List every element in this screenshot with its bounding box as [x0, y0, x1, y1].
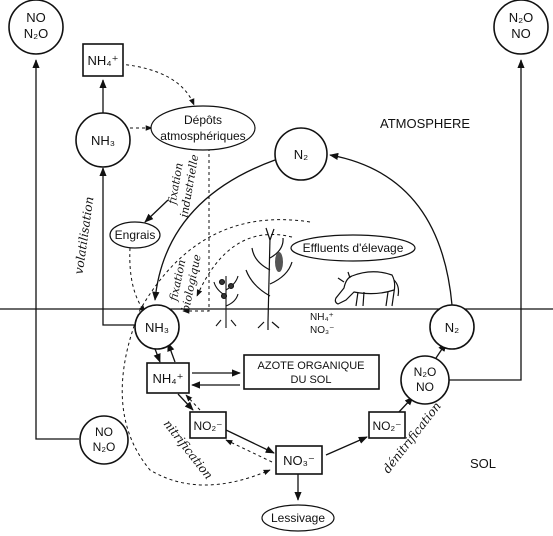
arrow-fixation-industrielle [144, 199, 169, 223]
no-text: NO [416, 380, 434, 394]
node-lessivage: Lessivage [261, 504, 335, 532]
arrow-n2-soil-to-atmo [329, 152, 453, 306]
arrow-nh4-to-depots [119, 63, 195, 106]
nh3-text: NH₃ [145, 320, 169, 335]
arrow-n2o-no-to-top-right [445, 59, 525, 381]
node-no3: NO₃⁻ [275, 445, 323, 475]
lessivage-text: Lessivage [271, 511, 325, 525]
no3-text: NO₃⁻ [283, 453, 315, 468]
n2o-text: N₂O [509, 10, 534, 25]
node-nh3-soil: NH₃ [134, 304, 180, 350]
arrow-effluents [196, 233, 293, 297]
node-azote-organique: AZOTE ORGANIQUE DU SOL [243, 354, 380, 390]
soil-surface-species: NH₄⁺ NO₃⁻ [310, 312, 334, 336]
node-n2-atmosphere: N₂ [274, 127, 328, 181]
arrow-engrais-to-soil [129, 247, 146, 313]
node-depots-atmospheriques: Dépôts atmosphériques [150, 105, 256, 151]
depots-line1: Dépôts [184, 113, 222, 127]
cow-icon [334, 271, 400, 307]
n2o-text: N₂O [414, 365, 437, 379]
no-text: NO [511, 26, 531, 41]
node-no-n2o-top-left: NO N₂O [8, 0, 64, 55]
node-engrais: Engrais [109, 221, 161, 249]
small-plant-icon [213, 275, 239, 328]
no3-surface-text: NO₃⁻ [310, 325, 334, 336]
arrow-no3-to-no2-right [325, 436, 368, 456]
n2-text: N₂ [294, 147, 308, 162]
nh4-surface-text: NH₄⁺ [310, 312, 334, 323]
label-volatilisation: volatilisation [72, 196, 97, 275]
arrow-dashed-loop [121, 219, 311, 486]
nh4-text: NH₄⁺ [88, 53, 119, 68]
node-nh4-top: NH₄⁺ [82, 43, 124, 77]
node-nh3-top: NH₃ [75, 112, 131, 168]
no2-text: NO₂⁻ [194, 419, 223, 433]
depots-line2: atmosphériques [160, 129, 245, 143]
azote-line2: DU SOL [291, 374, 332, 386]
node-no2-right: NO₂⁻ [368, 411, 406, 439]
arrow-depots-to-soil [182, 148, 210, 314]
atmosphere-label: ATMOSPHERE [380, 116, 470, 131]
nh4-text: NH₄⁺ [153, 371, 184, 386]
arrow-no2-to-nh4 [185, 394, 201, 411]
node-n2o-no-top-right: N₂O NO [493, 0, 549, 55]
no2-text: NO₂⁻ [373, 419, 402, 433]
azote-line1: AZOTE ORGANIQUE [258, 360, 365, 372]
corn-plant-icon [245, 227, 293, 330]
arrow-nh4-to-no2 [177, 393, 194, 411]
arrow-no3-to-no2 [225, 439, 273, 463]
node-nh4-soil: NH₄⁺ [146, 362, 190, 394]
n2-text: N₂ [445, 320, 459, 335]
n2o-text: N₂O [93, 440, 116, 454]
no-text: NO [95, 425, 113, 439]
effluents-text: Effluents d'élevage [303, 241, 404, 255]
no-text: NO [26, 10, 46, 25]
soil-label: SOL [470, 456, 496, 471]
node-n2o-no-soil: N₂O NO [400, 355, 450, 405]
arrow-fixation-biologique [152, 159, 276, 301]
node-no2-left: NO₂⁻ [189, 411, 227, 439]
label-fixation-biologique: fixation biologique [167, 253, 204, 313]
engrais-text: Engrais [115, 228, 156, 242]
arrow-volatilisation-no-n2o [32, 59, 79, 440]
n2o-text: N₂O [24, 26, 49, 41]
node-no-n2o-soil: NO N₂O [79, 415, 129, 465]
node-n2-soil: N₂ [429, 304, 475, 350]
node-effluents: Effluents d'élevage [290, 234, 416, 262]
arrow-no2-to-no3 [225, 429, 275, 454]
nh3-text: NH₃ [91, 133, 115, 148]
arrow-volatilisation [99, 167, 148, 326]
